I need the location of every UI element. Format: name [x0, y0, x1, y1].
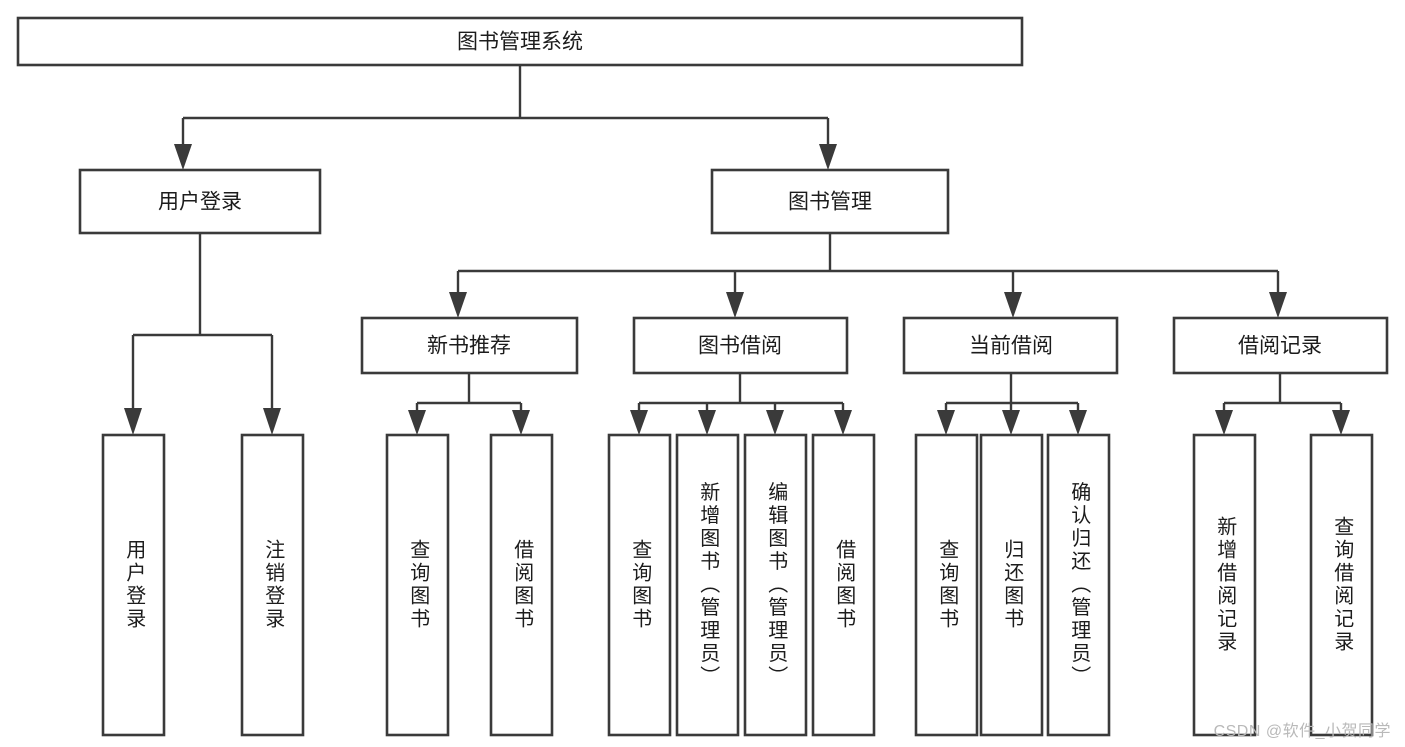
node-root-system-label: 图书管理系统: [457, 31, 583, 54]
leaf-book-borrow-edit-box[interactable]: [743, 433, 808, 737]
node-borrow-record-box[interactable]: [1172, 316, 1389, 375]
node-borrow-record-label: 借阅记录: [1238, 335, 1322, 358]
arrowhead-currentborrow-leaf-2: [1002, 410, 1020, 435]
leaf-book-borrow-edit[interactable]: 编辑图书（管理员）: [743, 433, 808, 737]
leaf-book-borrow-query[interactable]: 查询图书: [607, 433, 672, 737]
node-book-management-label: 图书管理: [788, 191, 872, 214]
leaf-new-book-query[interactable]: 查询图书: [385, 433, 450, 737]
node-new-book-recommend[interactable]: 新书推荐: [360, 316, 579, 375]
leaf-book-borrow-borrow[interactable]: 借阅图书: [811, 433, 876, 737]
node-root-system[interactable]: 图书管理系统: [16, 16, 1024, 67]
arrowhead-currentborrow-leaf-1: [937, 410, 955, 435]
node-book-borrow-label: 图书借阅: [698, 335, 782, 358]
node-current-borrow-label: 当前借阅: [969, 335, 1053, 358]
leaf-borrow-record-add-label: 新增借阅记录: [1214, 516, 1237, 654]
arrowhead-newbook-leaf-1: [408, 410, 426, 435]
node-current-borrow-box[interactable]: [902, 316, 1119, 375]
leaf-user-login-login[interactable]: 用户登录: [101, 433, 166, 737]
arrowhead-book-borrow: [726, 292, 744, 318]
arrowhead-currentborrow-leaf-3: [1069, 410, 1087, 435]
leaf-current-borrow-return[interactable]: 归还图书: [979, 433, 1044, 737]
leaf-borrow-record-add-box[interactable]: [1192, 433, 1257, 737]
arrowhead-bookborrow-leaf-3: [766, 410, 784, 435]
leaf-current-borrow-confirm-label: 确认归还（管理员）: [1068, 481, 1091, 688]
leaf-book-borrow-add[interactable]: 新增图书（管理员）: [675, 433, 740, 737]
node-current-borrow[interactable]: 当前借阅: [902, 316, 1119, 375]
leaf-user-login-logout[interactable]: 注销登录: [240, 433, 305, 737]
leaf-new-book-query-box[interactable]: [385, 433, 450, 737]
leaf-borrow-record-add[interactable]: 新增借阅记录: [1192, 433, 1257, 737]
leaf-user-login-logout-label: 注销登录: [262, 539, 285, 631]
arrowhead-user-login: [174, 144, 192, 170]
leaf-new-book-borrow[interactable]: 借阅图书: [489, 433, 554, 737]
node-book-management[interactable]: 图书管理: [710, 168, 950, 235]
arrowhead-bookborrow-leaf-4: [834, 410, 852, 435]
node-user-login-label: 用户登录: [158, 191, 242, 214]
leaf-borrow-record-query[interactable]: 查询借阅记录: [1309, 433, 1374, 737]
leaf-book-borrow-edit-label: 编辑图书（管理员）: [765, 481, 788, 688]
node-root-system-box[interactable]: [16, 16, 1024, 67]
leaf-current-borrow-confirm[interactable]: 确认归还（管理员）: [1046, 433, 1111, 737]
arrowhead-borrowrecord-leaf-1: [1215, 410, 1233, 435]
node-book-management-box[interactable]: [710, 168, 950, 235]
node-user-login[interactable]: 用户登录: [78, 168, 322, 235]
leaf-book-borrow-query-label: 查询图书: [629, 539, 652, 631]
arrowhead-leaf-logout: [263, 408, 281, 435]
leaf-user-login-login-label: 用户登录: [123, 539, 146, 631]
leaf-current-borrow-return-label: 归还图书: [1001, 539, 1024, 631]
leaf-book-borrow-borrow-box[interactable]: [811, 433, 876, 737]
arrowhead-leaf-user-login: [124, 408, 142, 435]
leaf-borrow-record-query-box[interactable]: [1309, 433, 1374, 737]
leaf-new-book-borrow-label: 借阅图书: [511, 539, 534, 631]
leaf-book-borrow-add-box[interactable]: [675, 433, 740, 737]
leaf-current-borrow-query-label: 查询图书: [936, 539, 959, 631]
arrowhead-book-mgmt: [819, 144, 837, 170]
leaf-borrow-record-query-label: 查询借阅记录: [1331, 516, 1354, 654]
arrowhead-current-borrow: [1004, 292, 1022, 318]
node-user-login-box[interactable]: [78, 168, 322, 235]
csdn-watermark: CSDN @软件_小贺同学: [1213, 723, 1391, 740]
arrowhead-bookborrow-leaf-1: [630, 410, 648, 435]
node-book-borrow-box[interactable]: [632, 316, 849, 375]
node-book-borrow[interactable]: 图书借阅: [632, 316, 849, 375]
leaf-book-borrow-query-box[interactable]: [607, 433, 672, 737]
node-new-book-recommend-box[interactable]: [360, 316, 579, 375]
leaf-current-borrow-confirm-box[interactable]: [1046, 433, 1111, 737]
leaf-book-borrow-borrow-label: 借阅图书: [833, 539, 856, 631]
leaf-current-borrow-query[interactable]: 查询图书: [914, 433, 979, 737]
arrowhead-bookborrow-leaf-2: [698, 410, 716, 435]
arrowhead-borrow-record: [1269, 292, 1287, 318]
leaf-new-book-borrow-box[interactable]: [489, 433, 554, 737]
node-new-book-recommend-label: 新书推荐: [427, 335, 511, 358]
leaf-user-login-login-box[interactable]: [101, 433, 166, 737]
node-borrow-record[interactable]: 借阅记录: [1172, 316, 1389, 375]
connector-layer: [124, 65, 1350, 435]
leaf-new-book-query-label: 查询图书: [407, 539, 430, 631]
leaf-current-borrow-return-box[interactable]: [979, 433, 1044, 737]
leaf-current-borrow-query-box[interactable]: [914, 433, 979, 737]
arrowhead-new-book: [449, 292, 467, 318]
leaf-user-login-logout-box[interactable]: [240, 433, 305, 737]
leaf-book-borrow-add-label: 新增图书（管理员）: [697, 481, 720, 688]
arrowhead-borrowrecord-leaf-2: [1332, 410, 1350, 435]
arrowhead-newbook-leaf-2: [512, 410, 530, 435]
